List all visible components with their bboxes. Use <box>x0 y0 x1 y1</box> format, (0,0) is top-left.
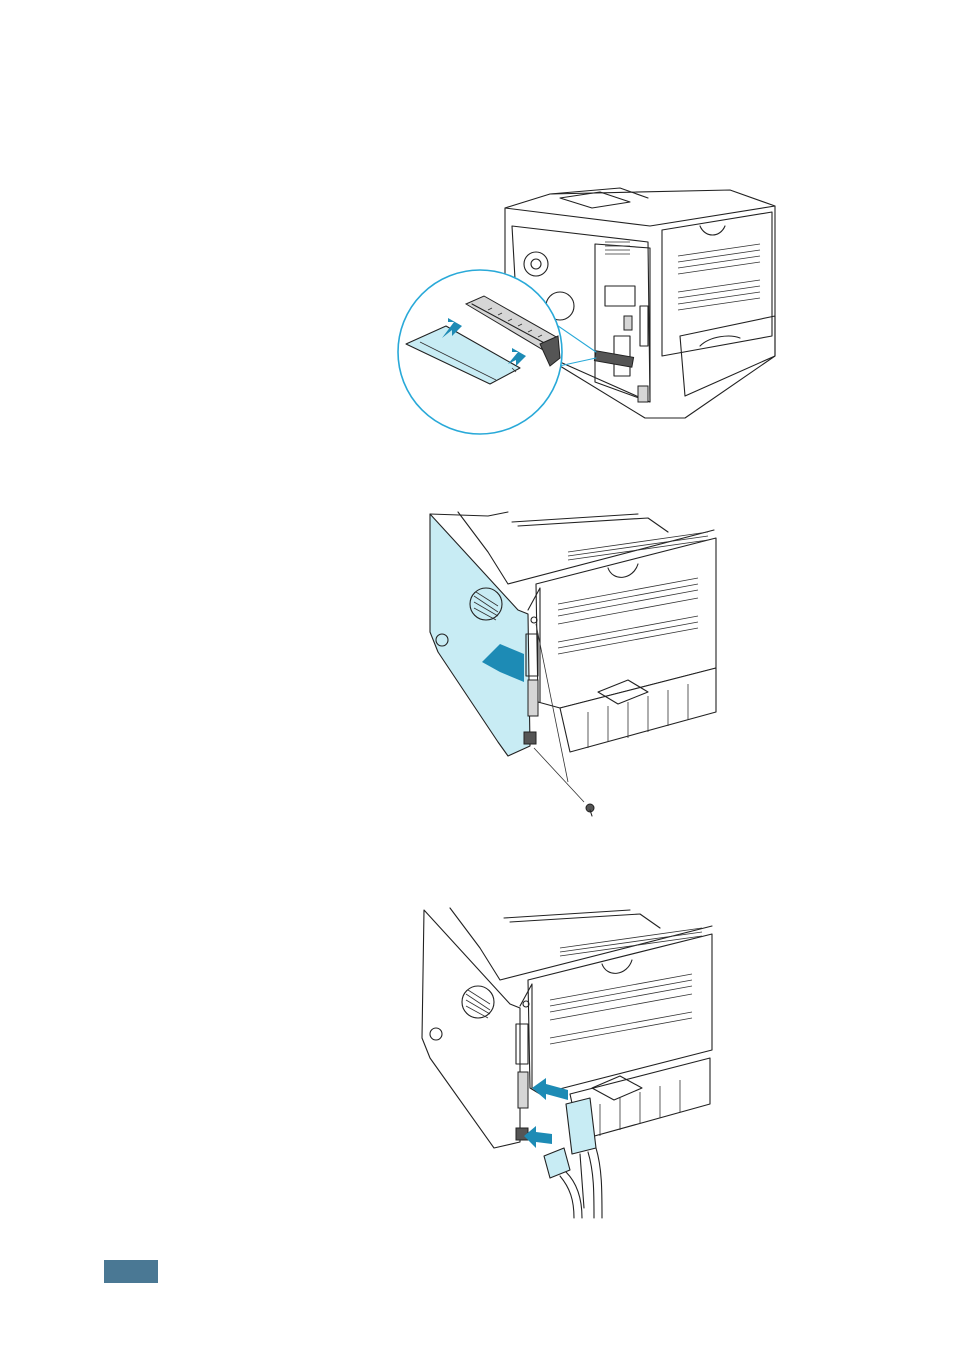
printer-rear-open-icon <box>400 186 780 436</box>
screw-icon <box>586 804 594 816</box>
page-number-tab <box>104 1260 158 1283</box>
cable-reconnect-figure <box>420 908 720 1218</box>
side-cover-figure <box>428 512 724 818</box>
printer-rear-icon <box>420 908 720 1218</box>
printer-rear-icon <box>428 512 724 818</box>
power-cord-icon <box>544 1148 582 1218</box>
memory-install-figure <box>400 186 780 436</box>
